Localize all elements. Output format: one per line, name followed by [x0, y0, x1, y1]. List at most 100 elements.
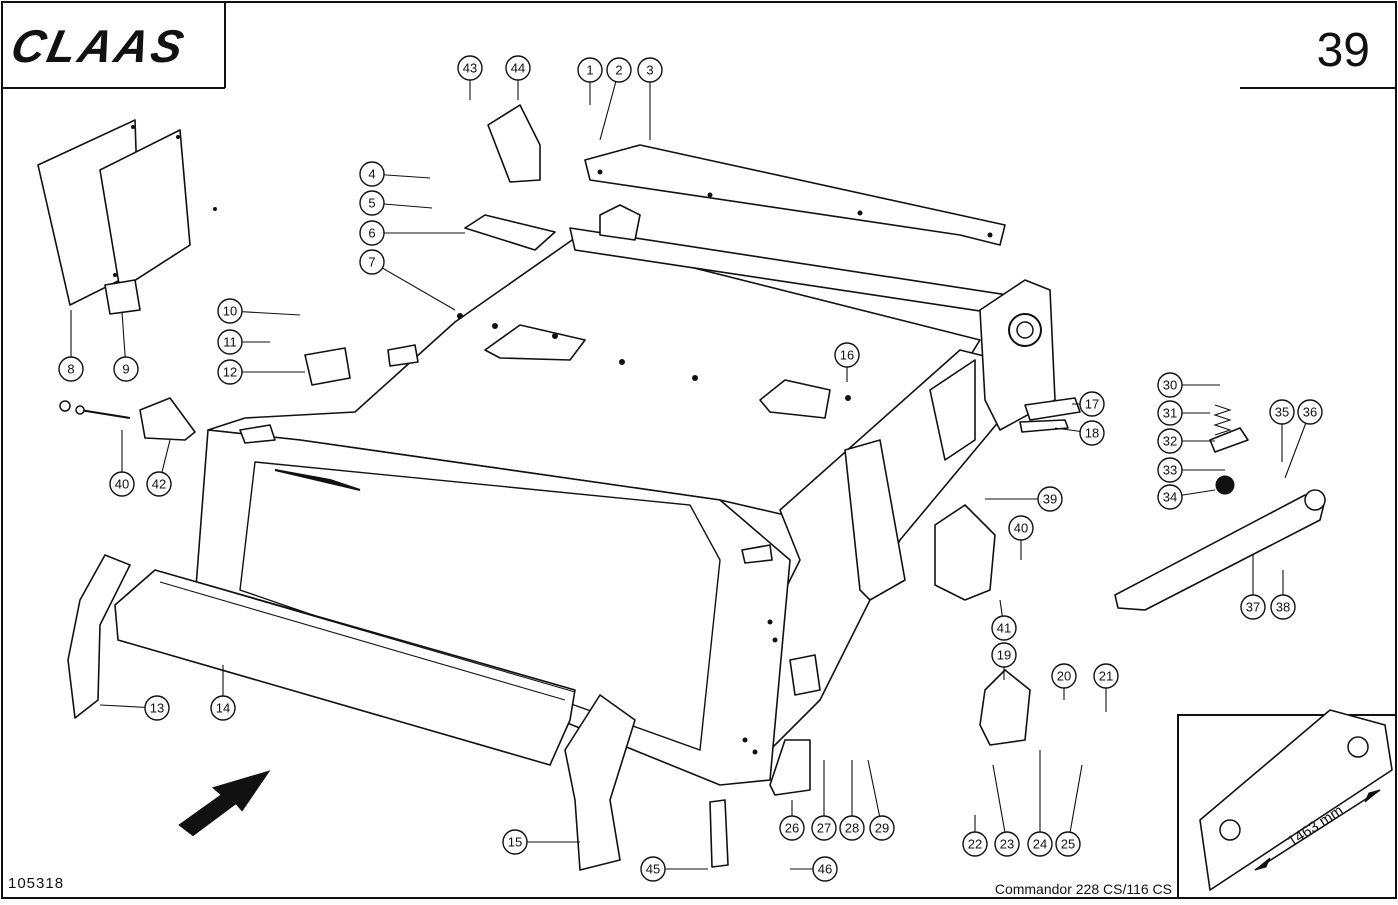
callout-number: 34 — [1163, 490, 1177, 505]
handle-part-44 — [487, 104, 541, 183]
page-number: 39 — [1317, 24, 1370, 77]
callout-21: 21 — [1093, 663, 1119, 689]
callout-circle — [217, 329, 243, 355]
callout-circle — [1027, 831, 1053, 857]
callout-circle — [217, 359, 243, 385]
callout-circle — [1157, 372, 1183, 398]
callout-circle — [1270, 594, 1296, 620]
pivot-arm-part-37 — [1114, 489, 1326, 611]
callout-10: 10 — [217, 298, 243, 324]
callout-circle — [1240, 594, 1266, 620]
side-plates-part-8-9 — [37, 119, 217, 315]
callout-number: 27 — [817, 821, 831, 836]
callout-number: 37 — [1246, 600, 1260, 615]
callout-circle — [812, 856, 838, 882]
callout-number: 2 — [615, 63, 622, 78]
callout-number: 38 — [1276, 600, 1290, 615]
callout-34: 34 — [1157, 484, 1183, 510]
callout-3: 3 — [637, 57, 663, 83]
callout-number: 9 — [122, 362, 129, 377]
callout-number: 41 — [997, 621, 1011, 636]
callout-circle — [1079, 420, 1105, 446]
callout-number: 13 — [150, 701, 164, 716]
callout-27: 27 — [811, 815, 837, 841]
bolt-part-40-upper — [59, 400, 131, 419]
bracket-part-19 — [979, 669, 1031, 746]
plate-part-26 — [769, 739, 811, 796]
callout-number: 15 — [508, 835, 522, 850]
callout-8: 8 — [58, 356, 84, 382]
inset-detail-box: 1463 mm — [1177, 709, 1397, 899]
callout-circle — [834, 342, 860, 368]
callout-circle — [109, 471, 135, 497]
strip-part-45 — [709, 799, 729, 868]
callout-circle — [1157, 428, 1183, 454]
callout-2: 2 — [606, 57, 632, 83]
callout-number: 39 — [1043, 492, 1057, 507]
callout-circle — [606, 57, 632, 83]
callout-circle — [637, 57, 663, 83]
callout-circle — [146, 471, 172, 497]
front-beam-part-14 — [114, 569, 576, 766]
callout-32: 32 — [1157, 428, 1183, 454]
callout-38: 38 — [1270, 594, 1296, 620]
knob-part-34 — [1215, 475, 1235, 495]
callout-circle — [457, 55, 483, 81]
callout-33: 33 — [1157, 457, 1183, 483]
callout-circle — [1157, 457, 1183, 483]
callout-7: 7 — [359, 249, 385, 275]
callout-circle — [1008, 515, 1034, 541]
callout-6: 6 — [359, 220, 385, 246]
callout-30: 30 — [1157, 372, 1183, 398]
callout-24: 24 — [1027, 831, 1053, 857]
callout-circle — [113, 356, 139, 382]
callout-circle — [962, 831, 988, 857]
callout-circle — [144, 695, 170, 721]
callout-number: 32 — [1163, 434, 1177, 449]
callout-number: 7 — [368, 255, 375, 270]
callout-4: 4 — [359, 161, 385, 187]
callout-9: 9 — [113, 356, 139, 382]
callout-number: 40 — [115, 477, 129, 492]
callout-15: 15 — [502, 829, 528, 855]
main-frame-part-7 — [194, 204, 1056, 786]
callout-circle — [1037, 486, 1063, 512]
callout-43: 43 — [457, 55, 483, 81]
callout-26: 26 — [779, 815, 805, 841]
callout-number: 25 — [1061, 837, 1075, 852]
callout-35: 35 — [1269, 399, 1295, 425]
callout-number: 31 — [1163, 406, 1177, 421]
callout-39: 39 — [1037, 486, 1063, 512]
callout-circle — [1051, 663, 1077, 689]
claas-logo: CLAAS — [7, 20, 191, 71]
callout-20: 20 — [1051, 663, 1077, 689]
callout-41: 41 — [991, 615, 1017, 641]
callout-circle — [991, 615, 1017, 641]
callout-number: 21 — [1099, 669, 1113, 684]
callout-circle — [1093, 663, 1119, 689]
callout-number: 1 — [586, 63, 593, 78]
callout-circle — [1269, 399, 1295, 425]
callout-number: 8 — [67, 362, 74, 377]
callout-17: 17 — [1079, 391, 1105, 417]
callout-circle — [217, 298, 243, 324]
callout-circle — [839, 815, 865, 841]
leader-line-23 — [992, 764, 1008, 845]
callout-number: 46 — [818, 862, 832, 877]
callout-25: 25 — [1055, 831, 1081, 857]
leg-part-15 — [564, 694, 636, 871]
callout-circle — [1157, 484, 1183, 510]
callout-number: 17 — [1085, 397, 1099, 412]
callout-circle — [359, 161, 385, 187]
callout-29: 29 — [869, 815, 895, 841]
callout-40a: 40 — [1008, 515, 1034, 541]
callout-circle — [58, 356, 84, 382]
callout-circle — [359, 220, 385, 246]
callout-36: 36 — [1297, 399, 1323, 425]
bracket-part-12 — [304, 347, 351, 386]
callout-circle — [1079, 391, 1105, 417]
callout-1: 1 — [577, 57, 603, 83]
